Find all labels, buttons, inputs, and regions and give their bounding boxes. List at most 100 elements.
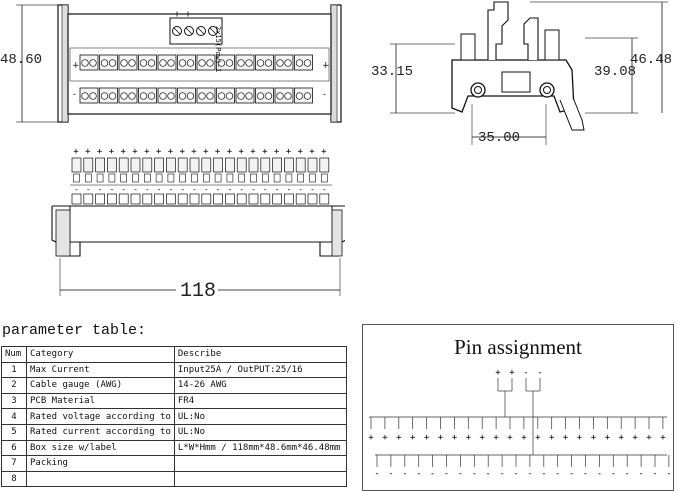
- cell-describe: FR4: [173, 392, 348, 410]
- terminal-mid: [179, 173, 186, 183]
- pin-plus-label: +: [479, 433, 485, 443]
- top-view-width-dimension: 48.60: [0, 52, 43, 68]
- pin-minus-label: -: [569, 469, 574, 479]
- cell-num: 2: [1, 377, 27, 394]
- pin-minus-label: -: [444, 469, 449, 479]
- pin-minus-label: -: [666, 469, 671, 479]
- cell-category: [26, 470, 175, 488]
- terminal-top: [319, 157, 330, 173]
- screw-icon: [303, 92, 312, 100]
- side-view-dim-right: 39.08: [594, 64, 637, 80]
- pin-assignment-diagram: ++-- +-+-+-+-+-+-+-+-+-+-+-+-+-+-+-+-+-+…: [368, 368, 671, 479]
- terminal-bottom: [189, 193, 200, 205]
- power-sign: +: [185, 9, 197, 20]
- terminal-mid: [132, 173, 139, 183]
- terminal-minus-label: -: [192, 185, 197, 194]
- pin-plus-label: +: [521, 433, 527, 443]
- terminal-plus-label: +: [191, 147, 197, 157]
- terminal-mid: [120, 173, 127, 183]
- top-view-minus-right: -: [323, 90, 327, 100]
- screw-icon: [81, 92, 89, 100]
- terminal-bottom: [284, 193, 294, 205]
- screw-icon: [186, 59, 195, 67]
- terminal-plus-label: +: [109, 147, 115, 157]
- terminal-mid: [191, 173, 198, 183]
- terminal-minus-label: -: [168, 185, 173, 194]
- screw-icon: [120, 92, 128, 100]
- screw-icon: [159, 59, 167, 67]
- pin-minus-label: -: [555, 469, 560, 479]
- side-view-dim-bottom: 35.00: [478, 130, 521, 146]
- terminal-plus-label: +: [156, 147, 162, 157]
- screw-icon: [128, 92, 136, 100]
- terminal-top: [189, 157, 200, 173]
- pin-minus-label: -: [541, 469, 546, 479]
- screw-icon: [237, 92, 245, 100]
- terminal-minus-label: -: [145, 185, 150, 194]
- pin-minus-label: -: [430, 469, 435, 479]
- pin-plus-label: +: [424, 433, 430, 443]
- terminal-minus-label: -: [74, 185, 79, 194]
- terminal-bottom: [307, 193, 318, 205]
- terminal-minus-label: -: [298, 185, 303, 194]
- cell-num: 8: [1, 470, 27, 488]
- terminal-plus-label: +: [97, 147, 103, 157]
- terminal-minus-label: -: [275, 185, 280, 194]
- pin-plus-label: +: [577, 433, 583, 443]
- pin-plus-label: +: [591, 433, 597, 443]
- terminal-plus-label: +: [168, 147, 174, 157]
- terminal-bottom: [107, 193, 117, 205]
- cell-describe: [173, 455, 348, 472]
- header-num: Num: [1, 346, 27, 363]
- pin-minus-label: -: [652, 469, 657, 479]
- screw-icon: [245, 92, 253, 100]
- pin-plus-label: +: [646, 433, 652, 443]
- pin-minus-label: -: [624, 469, 629, 479]
- screw-icon: [139, 92, 148, 100]
- power-sign: -: [196, 9, 208, 20]
- terminal-mid: [320, 173, 328, 183]
- terminal-top: [307, 157, 318, 173]
- terminal-mid: [144, 173, 151, 183]
- terminal-top: [272, 157, 282, 173]
- screw-icon: [284, 59, 292, 67]
- screw-icon: [276, 92, 284, 100]
- cell-num: 3: [1, 392, 27, 410]
- screw-icon: [264, 59, 273, 67]
- terminal-plus-label: +: [85, 147, 91, 157]
- terminal-bottom: [71, 193, 82, 205]
- screw-icon: [147, 59, 156, 67]
- side-view-dim-left: 33.15: [371, 64, 414, 80]
- cell-category: Rated voltage according to: [26, 408, 175, 425]
- terminal-minus-label: -: [263, 185, 268, 194]
- top-view-minus-left: -: [73, 90, 77, 100]
- screw-slot: [197, 27, 205, 35]
- screw-icon: [198, 92, 206, 100]
- terminal-mid: [285, 173, 293, 183]
- terminal-mid: [73, 173, 80, 183]
- input-pin-label: +: [509, 368, 515, 378]
- terminal-plus-label: +: [203, 147, 209, 157]
- screw-icon: [245, 59, 253, 67]
- screw-icon: [225, 92, 234, 100]
- pin-minus-label: -: [638, 469, 643, 479]
- screw-icon: [303, 59, 312, 67]
- side-view-dim-height: 46.48: [630, 52, 673, 68]
- screw-icon: [295, 59, 304, 67]
- pin-plus-label: +: [466, 433, 472, 443]
- side-view-drawing: [390, 1, 668, 145]
- pin-minus-label: -: [513, 469, 518, 479]
- pin-minus-label: -: [485, 469, 490, 479]
- pin-plus-label: +: [660, 433, 666, 443]
- pin-plus-label: +: [535, 433, 541, 443]
- front-view-drawing: +-+-+-+-+-+-+-+-+-+-+-+-+-+-+-+-+-+-+-+-…: [51, 147, 345, 296]
- terminal-minus-label: -: [239, 185, 244, 194]
- cell-category: Rated current according to: [26, 423, 175, 441]
- terminal-bottom: [225, 193, 235, 205]
- terminal-top: [83, 157, 94, 173]
- pin-minus-label: -: [374, 469, 379, 479]
- input-pin-label: -: [537, 368, 542, 378]
- terminal-minus-label: -: [180, 185, 185, 194]
- pin-plus-label: +: [605, 433, 611, 443]
- terminal-top: [154, 157, 164, 173]
